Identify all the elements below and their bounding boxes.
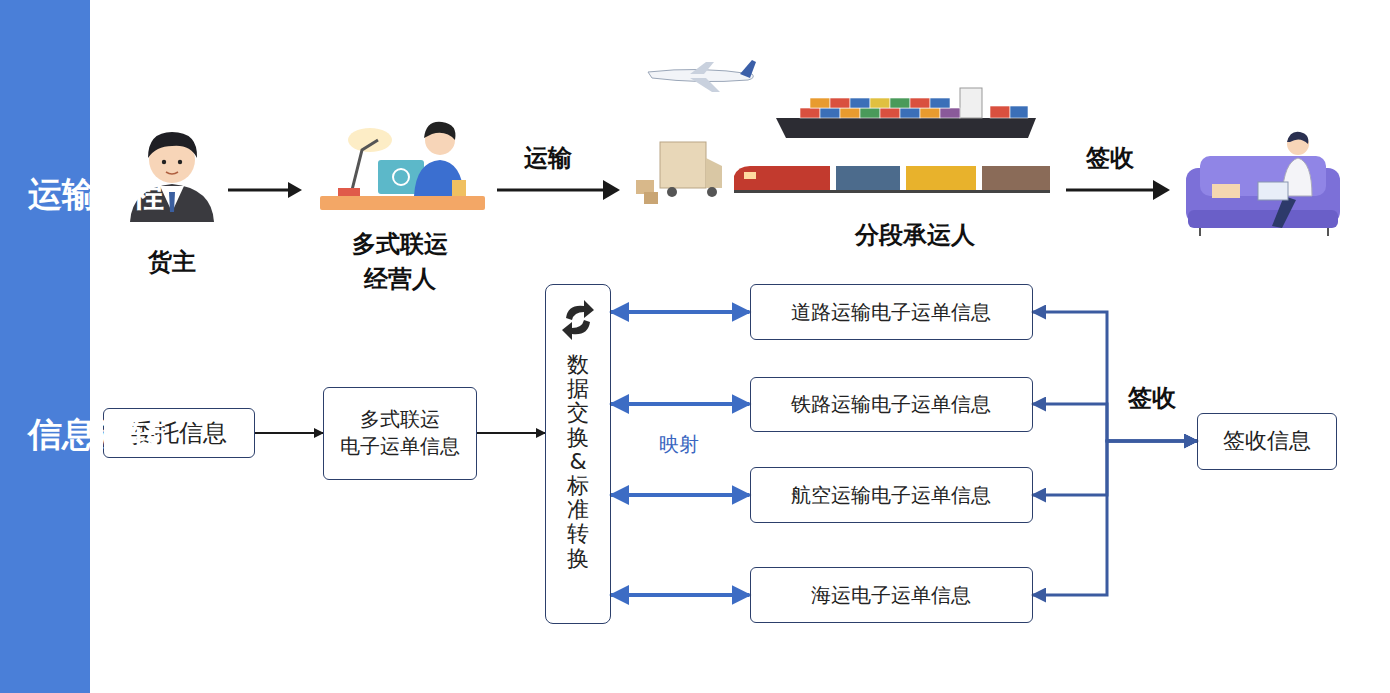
connector: [611, 493, 750, 497]
band-label: 信息流转: [28, 410, 62, 459]
node-text: 航空运输电子运单信息: [791, 482, 991, 509]
actor-label: 货主: [148, 245, 196, 280]
edge-note: 签收: [1125, 381, 1179, 416]
arrow-label: 运输: [524, 141, 572, 176]
info-box: 委托信息: [103, 408, 255, 458]
band-label: 运输过程: [28, 170, 62, 219]
truck: [636, 142, 722, 204]
sync-icon: [562, 300, 594, 340]
exchange-box: 数据交换&标准转换: [545, 284, 611, 624]
connector: [611, 402, 750, 406]
connector: [255, 432, 323, 434]
receiver-figure: [1186, 132, 1340, 236]
ship: [776, 88, 1036, 138]
node-text: 签收信息: [1223, 426, 1311, 456]
connector: [1033, 312, 1198, 441]
operator-figure: [320, 122, 485, 210]
plane: [648, 60, 756, 92]
node-text: 多式联运 电子运单信息: [334, 406, 466, 460]
waybill-box: 海运电子运单信息: [750, 567, 1033, 623]
edge-note: 映射: [656, 430, 702, 459]
connector: [611, 310, 750, 314]
connector: [1033, 441, 1198, 495]
waybill-box: 道路运输电子运单信息: [750, 284, 1033, 340]
node-text: 委托信息: [131, 417, 227, 449]
waybill-box: 铁路运输电子运单信息: [750, 377, 1033, 432]
waybill-box: 航空运输电子运单信息: [750, 467, 1033, 523]
info-box: 多式联运 电子运单信息: [323, 387, 477, 480]
actor-label: 分段承运人: [855, 218, 975, 253]
node-text: 数据交换&标准转换: [567, 353, 589, 571]
train: [734, 166, 1050, 193]
node-text: 海运电子运单信息: [811, 582, 971, 609]
info-box: 签收信息: [1197, 413, 1337, 470]
connector: [477, 432, 545, 434]
node-text: 铁路运输电子运单信息: [791, 391, 991, 418]
connector: [611, 593, 750, 597]
node-text: 道路运输电子运单信息: [791, 299, 991, 326]
side-band: [0, 0, 90, 693]
arrow-label: 签收: [1086, 141, 1134, 176]
actor-label: 多式联运 经营人: [345, 227, 455, 297]
connector: [1033, 441, 1198, 595]
shipper-figure: [130, 132, 214, 222]
